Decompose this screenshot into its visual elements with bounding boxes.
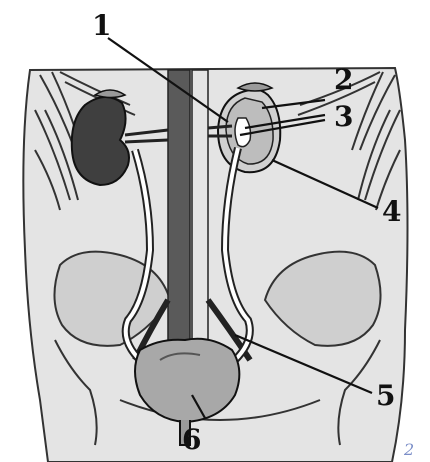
label-1: 1 <box>92 12 111 40</box>
label-5: 5 <box>376 382 395 410</box>
left-kidney <box>72 97 129 185</box>
label-4: 4 <box>382 198 401 226</box>
renal-pelvis <box>235 118 251 147</box>
label-2: 2 <box>334 66 353 94</box>
label-3: 3 <box>334 103 353 131</box>
urinary-bladder <box>135 339 239 422</box>
corner-mark: 2 <box>404 440 414 459</box>
label-6: 6 <box>182 426 201 454</box>
